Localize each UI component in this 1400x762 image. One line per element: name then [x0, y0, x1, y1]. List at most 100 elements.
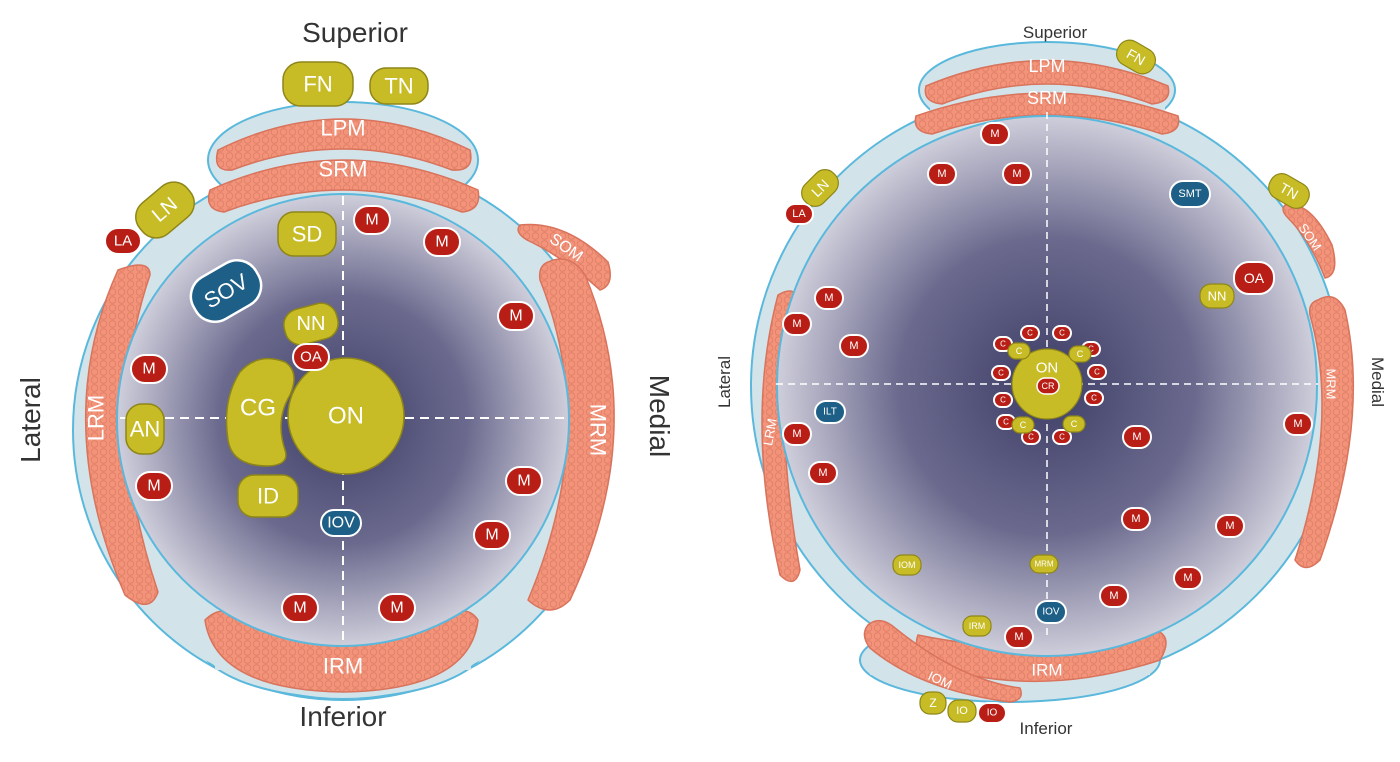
right-nerve-ln: LN — [801, 169, 839, 207]
svg-text:M: M — [1014, 631, 1023, 643]
right-artery-c: C — [1087, 364, 1107, 380]
right-lrm-label: LRM — [760, 417, 780, 447]
svg-text:M: M — [818, 467, 827, 479]
svg-text:AN: AN — [130, 417, 161, 442]
right-artery-m: M — [782, 422, 812, 446]
right-nerve-tn: TN — [1268, 173, 1310, 209]
right-artery-m: M — [808, 461, 838, 485]
svg-text:M: M — [849, 340, 858, 352]
svg-text:IO: IO — [987, 708, 998, 719]
svg-text:M: M — [1012, 168, 1021, 180]
svg-text:ON: ON — [1036, 360, 1059, 377]
right-muscle-mrm: MRM — [1294, 295, 1355, 569]
svg-text:LA: LA — [792, 208, 806, 220]
svg-text:C: C — [1059, 329, 1065, 338]
left-lpm-label: LPM — [320, 116, 365, 141]
left-artery-m: M — [130, 354, 168, 384]
svg-text:M: M — [142, 361, 155, 378]
left-artery-m: M — [473, 520, 511, 550]
right-artery-m: M — [1002, 162, 1032, 186]
right-artery-m: M — [1215, 514, 1245, 538]
right-direction-inferior: Inferior — [1020, 719, 1073, 738]
svg-text:C: C — [1059, 433, 1065, 442]
right-artery-m: M — [1122, 425, 1152, 449]
right-vein-smt: SMT — [1169, 180, 1211, 208]
right-artery-c: C — [991, 365, 1011, 381]
svg-text:M: M — [509, 308, 522, 325]
right-direction-superior: Superior — [1023, 23, 1088, 42]
left-nerve-an: AN — [125, 403, 165, 455]
left-artery-m: M — [281, 593, 319, 623]
svg-text:M: M — [147, 478, 160, 495]
right-nerve-nn: NN — [1199, 283, 1235, 309]
right-artery-cr: CR — [1036, 377, 1060, 395]
left-direction-medial: Medial — [644, 375, 675, 457]
right-nerve-c: C — [1062, 415, 1086, 433]
right-nerve-c: C — [1007, 342, 1031, 360]
right-artery-m: M — [1121, 507, 1151, 531]
left-mrm-label: MRM — [586, 404, 611, 457]
svg-text:M: M — [1131, 513, 1140, 525]
right-nerve-irm: IRM — [962, 615, 992, 637]
svg-text:IOM: IOM — [899, 560, 916, 570]
right-nerve-iom: IOM — [892, 554, 922, 576]
svg-text:IOV: IOV — [1042, 607, 1060, 618]
left-nerve-cg: CG — [225, 357, 295, 467]
right-nerve-c: C — [1011, 416, 1035, 434]
left-muscle-srm: SRM — [207, 157, 480, 213]
svg-text:M: M — [1132, 431, 1141, 443]
svg-text:M: M — [1225, 520, 1234, 532]
svg-text:M: M — [1109, 590, 1118, 602]
left-irm-label: IRM — [323, 654, 363, 679]
svg-text:M: M — [390, 600, 403, 617]
svg-text:IOV: IOV — [327, 515, 355, 532]
left-direction-lateral: Lateral — [15, 377, 46, 463]
right-artery-m: M — [1004, 625, 1034, 649]
left-nerve-id: ID — [237, 474, 299, 518]
right-artery-io: IO — [977, 702, 1007, 724]
right-artery-c: C — [1020, 325, 1040, 341]
right-artery-m: M — [814, 286, 844, 310]
right-nerve-z: Z — [919, 691, 947, 715]
svg-text:NN: NN — [1208, 289, 1227, 304]
right-artery-c: C — [1084, 390, 1104, 406]
right-artery-m: M — [782, 312, 812, 336]
left-direction-superior: Superior — [302, 17, 408, 48]
svg-text:OA: OA — [300, 349, 322, 366]
left-artery-la: LA — [104, 227, 142, 255]
svg-text:IO: IO — [956, 705, 968, 717]
svg-text:C: C — [1091, 394, 1097, 403]
right-artery-m: M — [1099, 584, 1129, 608]
right-irm-label: IRM — [1031, 661, 1062, 680]
svg-text:M: M — [1183, 572, 1192, 584]
right-nerve-mrm: MRM — [1029, 554, 1059, 574]
svg-text:C: C — [1020, 420, 1027, 430]
right-artery-oa: OA — [1233, 261, 1275, 295]
svg-text:C: C — [1003, 418, 1009, 427]
svg-text:SMT: SMT — [1178, 188, 1202, 200]
right-direction-medial: Medial — [1368, 357, 1387, 407]
svg-text:M: M — [365, 212, 378, 229]
left-muscle-mrm: MRM — [527, 258, 615, 611]
svg-text:SD: SD — [292, 222, 323, 247]
svg-text:IRM: IRM — [969, 621, 986, 631]
svg-text:OA: OA — [1244, 270, 1265, 286]
svg-text:ON: ON — [328, 403, 364, 430]
svg-text:LA: LA — [114, 233, 132, 250]
left-vein-iov: IOV — [320, 509, 362, 537]
right-artery-c: C — [1052, 325, 1072, 341]
svg-text:NN: NN — [297, 313, 326, 335]
svg-text:M: M — [937, 168, 946, 180]
right-lpm-label: LPM — [1028, 56, 1065, 76]
svg-text:M: M — [1293, 418, 1302, 430]
svg-text:C: C — [1028, 433, 1034, 442]
svg-text:C: C — [1088, 345, 1094, 354]
right-artery-m: M — [927, 162, 957, 186]
right-artery-c: C — [996, 414, 1016, 430]
left-artery-m: M — [378, 593, 416, 623]
right-artery-c: C — [993, 392, 1013, 408]
svg-text:C: C — [1071, 419, 1078, 429]
svg-text:C: C — [1077, 349, 1084, 359]
svg-text:C: C — [1000, 340, 1006, 349]
